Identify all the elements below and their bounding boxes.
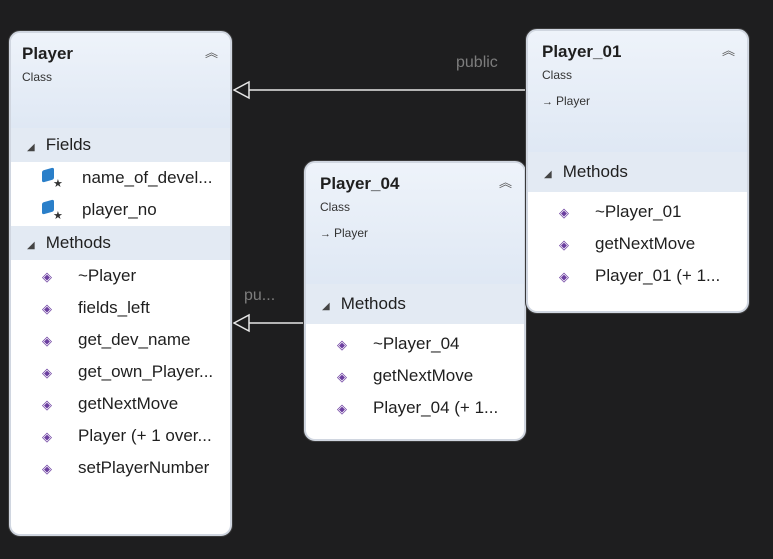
class-header[interactable]: Player_01 Class →Player ︽ — [528, 31, 747, 152]
method-icon: ◈ — [559, 206, 569, 221]
method-row[interactable]: ◈getNextMove — [306, 360, 524, 392]
expand-triangle-icon[interactable]: ◢ — [27, 240, 35, 251]
method-icon: ◈ — [559, 270, 569, 285]
base-class: →Player — [542, 94, 591, 108]
method-icon: ◈ — [42, 270, 52, 285]
expand-triangle-icon[interactable]: ◢ — [544, 169, 552, 180]
method-row[interactable]: ◈setPlayerNumber — [11, 452, 230, 484]
field-row[interactable]: ★player_no — [11, 194, 230, 226]
connector-arrowhead-2 — [232, 313, 250, 333]
section-methods[interactable]: ◢Methods — [306, 284, 524, 324]
class-card-player[interactable]: Player Class ︽ ◢Fields ★name_of_devel...… — [9, 31, 232, 536]
expand-triangle-icon[interactable]: ◢ — [322, 301, 330, 312]
class-header[interactable]: Player Class ︽ — [11, 33, 230, 128]
class-card-player-01[interactable]: Player_01 Class →Player ︽ ◢Methods ◈~Pla… — [526, 29, 749, 313]
method-row[interactable]: ◈Player_04 (+ 1... — [306, 392, 524, 424]
method-row[interactable]: ◈get_dev_name — [11, 324, 230, 356]
method-row[interactable]: ◈Player (+ 1 over... — [11, 420, 230, 452]
field-icon: ★ — [42, 166, 82, 191]
class-name: Player_04 — [320, 174, 400, 193]
method-row[interactable]: ◈get_own_Player... — [11, 356, 230, 388]
class-kind: Class — [542, 68, 573, 82]
method-row[interactable]: ◈~Player_01 — [528, 196, 747, 228]
double-chevron-up-icon[interactable]: ︽ — [204, 46, 218, 61]
method-row[interactable]: ◈getNextMove — [528, 228, 747, 260]
double-chevron-up-icon[interactable]: ︽ — [498, 176, 512, 191]
method-icon: ◈ — [42, 334, 52, 349]
class-name: Player_01 — [542, 42, 622, 61]
class-header[interactable]: Player_04 Class →Player ︽ — [306, 163, 524, 284]
class-name: Player — [22, 44, 74, 63]
section-methods[interactable]: ◢Methods — [11, 226, 230, 260]
class-card-player-04[interactable]: Player_04 Class →Player ︽ ◢Methods ◈~Pla… — [304, 161, 526, 441]
method-icon: ◈ — [337, 402, 347, 417]
method-icon: ◈ — [337, 338, 347, 353]
method-icon: ◈ — [42, 302, 52, 317]
field-row[interactable]: ★name_of_devel... — [11, 162, 230, 194]
method-icon: ◈ — [559, 238, 569, 253]
inherits-arrow-icon: → — [320, 228, 331, 240]
method-icon: ◈ — [337, 370, 347, 385]
method-row[interactable]: ◈fields_left — [11, 292, 230, 324]
method-row[interactable]: ◈Player_01 (+ 1... — [528, 260, 747, 292]
class-kind: Class — [320, 200, 351, 214]
connector-arrowhead-1 — [232, 80, 250, 100]
method-icon: ◈ — [42, 462, 52, 477]
double-chevron-up-icon[interactable]: ︽ — [721, 44, 735, 59]
class-kind: Class — [22, 70, 53, 84]
section-fields[interactable]: ◢Fields — [11, 128, 230, 162]
method-icon: ◈ — [42, 366, 52, 381]
method-row[interactable]: ◈~Player — [11, 260, 230, 292]
method-icon: ◈ — [42, 430, 52, 445]
connector-label-pu: pu... — [244, 287, 276, 304]
base-class: →Player — [320, 226, 369, 240]
method-row[interactable]: ◈~Player_04 — [306, 328, 524, 360]
field-icon: ★ — [42, 198, 82, 223]
expand-triangle-icon[interactable]: ◢ — [27, 142, 35, 153]
inherits-arrow-icon: → — [542, 96, 553, 108]
connector-label-public: public — [456, 54, 498, 71]
section-methods[interactable]: ◢Methods — [528, 152, 747, 192]
method-row[interactable]: ◈getNextMove — [11, 388, 230, 420]
method-icon: ◈ — [42, 398, 52, 413]
